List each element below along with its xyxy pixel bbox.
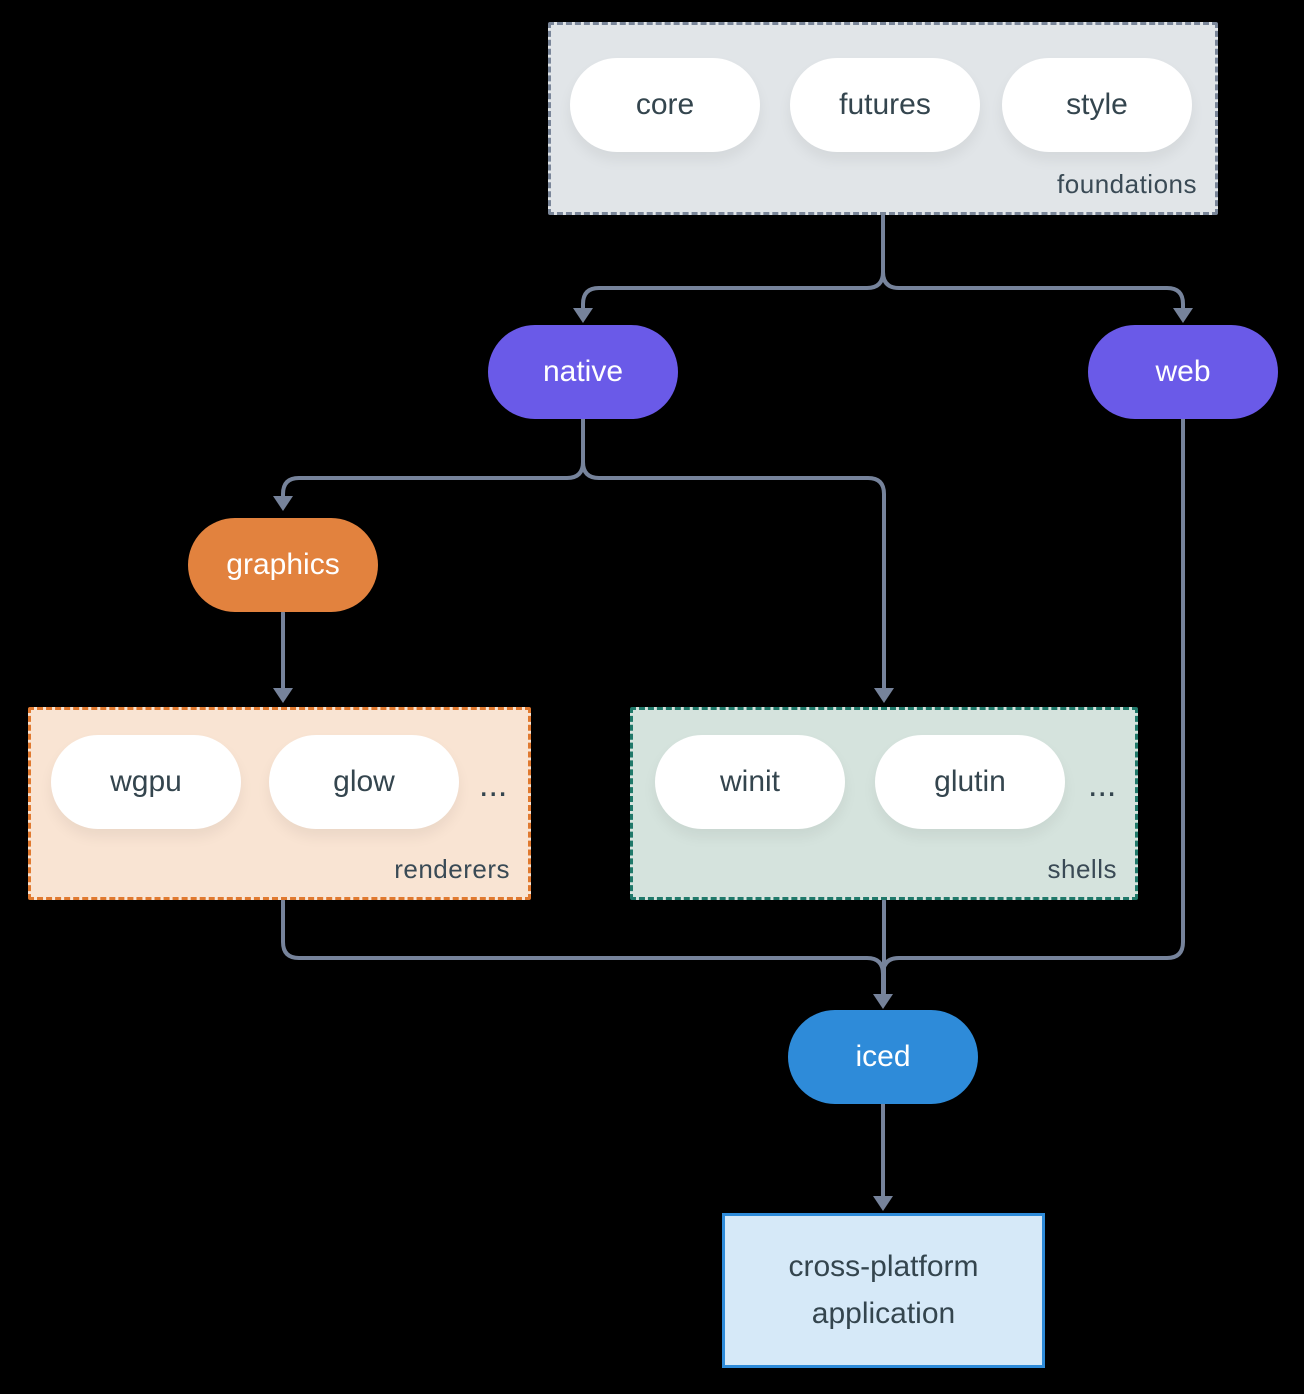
shells-group-label: shells <box>1047 854 1117 884</box>
pill-winit-label: winit <box>719 765 780 798</box>
shells-ellipsis: ... <box>1088 766 1117 804</box>
foundations-group-label: foundations <box>1057 169 1197 199</box>
pill-wgpu: wgpu <box>51 735 241 829</box>
node-graphics-label: graphics <box>226 548 340 581</box>
node-web-label: web <box>1155 355 1211 388</box>
pill-style-label: style <box>1066 88 1128 121</box>
node-iced-label: iced <box>855 1040 911 1073</box>
shells-group: winit glutin ... shells <box>630 707 1138 900</box>
pill-glutin-label: glutin <box>934 765 1006 798</box>
application-box: cross-platform application <box>722 1213 1045 1368</box>
arrowhead-group <box>273 308 1193 1211</box>
pill-winit: winit <box>655 735 845 829</box>
pill-glow: glow <box>269 735 459 829</box>
node-graphics: graphics <box>188 518 378 612</box>
pill-glutin: glutin <box>875 735 1065 829</box>
application-box-label: cross-platform application <box>788 1250 979 1330</box>
pill-core: core <box>570 58 760 152</box>
pill-glow-label: glow <box>333 765 395 798</box>
renderers-ellipsis: ... <box>479 766 508 804</box>
node-native: native <box>488 325 678 419</box>
pill-style: style <box>1002 58 1192 152</box>
renderers-group-label: renderers <box>394 854 510 884</box>
pill-futures-label: futures <box>839 88 931 121</box>
pill-wgpu-label: wgpu <box>110 765 182 798</box>
node-iced: iced <box>788 1010 978 1104</box>
pill-core-label: core <box>635 88 695 121</box>
node-native-label: native <box>542 355 624 388</box>
foundations-group: core futures style foundations <box>548 22 1218 215</box>
node-web: web <box>1088 325 1278 419</box>
pill-futures: futures <box>790 58 980 152</box>
renderers-group: wgpu glow ... renderers <box>28 707 531 900</box>
